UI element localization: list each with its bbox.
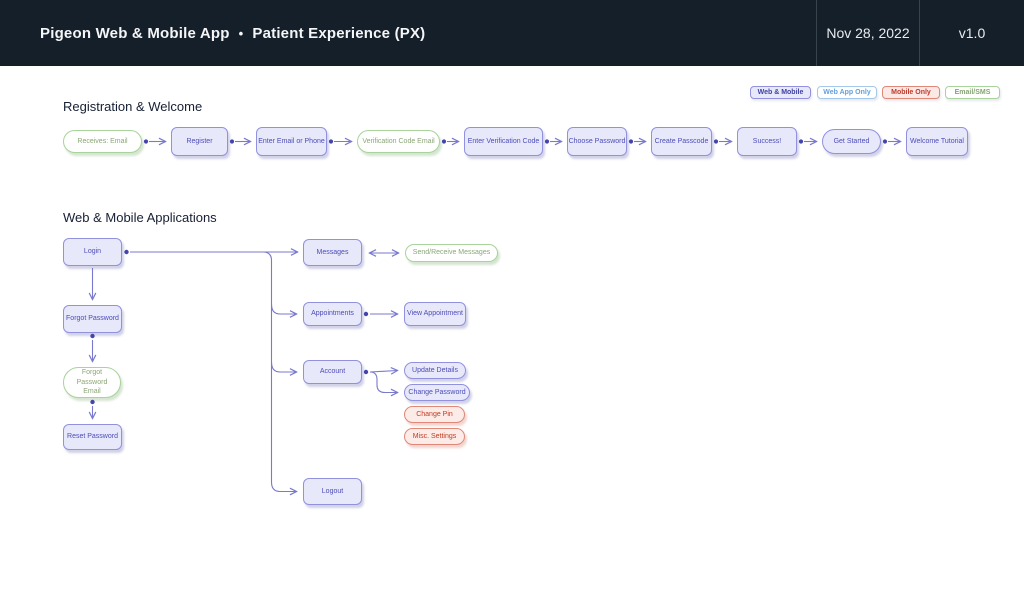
bullet-separator-icon: • xyxy=(238,25,244,41)
legend-mobile-only[interactable]: Mobile Only xyxy=(882,86,940,99)
header-date: Nov 28, 2022 xyxy=(816,0,919,66)
edge-source-dots xyxy=(90,139,888,405)
node-success[interactable]: Success! xyxy=(737,127,797,156)
edge-trunk-appointments xyxy=(270,303,297,314)
node-welcome-tutorial[interactable]: Welcome Tutorial xyxy=(906,127,968,156)
node-update-details[interactable]: Update Details xyxy=(404,362,466,379)
node-misc-settings[interactable]: Misc. Settings xyxy=(404,428,465,445)
node-receives-email[interactable]: Receives: Email xyxy=(63,130,142,153)
legend: Web & Mobile Web App Only Mobile Only Em… xyxy=(0,86,1008,100)
node-appointments[interactable]: Appointments xyxy=(303,302,362,326)
edge-account-updatedetails xyxy=(369,371,397,373)
legend-email-sms[interactable]: Email/SMS xyxy=(945,86,1000,99)
node-register[interactable]: Register xyxy=(171,127,228,156)
node-forgot-password-email[interactable]: Forgot Password Email xyxy=(63,367,121,398)
node-choose-password[interactable]: Choose Password xyxy=(567,127,627,156)
header-title: Pigeon Web & Mobile App • Patient Experi… xyxy=(40,0,425,66)
legend-web-and-mobile[interactable]: Web & Mobile xyxy=(750,86,811,99)
node-send-receive-messages[interactable]: Send/Receive Messages xyxy=(405,244,498,262)
app-title: Pigeon Web & Mobile App xyxy=(40,24,230,42)
node-create-passcode[interactable]: Create Passcode xyxy=(651,127,712,156)
section-title-registration: Registration & Welcome xyxy=(63,99,203,114)
node-reset-password[interactable]: Reset Password xyxy=(63,424,122,450)
edge-trunk-logout xyxy=(262,251,296,492)
node-enter-verification-code[interactable]: Enter Verification Code xyxy=(464,127,543,156)
header-bar: Pigeon Web & Mobile App • Patient Experi… xyxy=(0,0,1024,66)
edges xyxy=(93,142,901,492)
edge-account-changepassword xyxy=(369,371,397,393)
legend-web-app-only[interactable]: Web App Only xyxy=(817,86,877,99)
node-forgot-password[interactable]: Forgot Password xyxy=(63,305,122,333)
header-version-badge: v1.0 xyxy=(919,0,1024,66)
node-messages[interactable]: Messages xyxy=(303,239,362,266)
node-verification-code-email[interactable]: Verification Code Email xyxy=(357,130,440,153)
node-login[interactable]: Login xyxy=(63,238,122,266)
node-change-password[interactable]: Change Password xyxy=(404,384,470,401)
node-enter-email-or-phone[interactable]: Enter Email or Phone xyxy=(256,127,327,156)
node-get-started[interactable]: Get Started xyxy=(822,129,881,154)
edge-trunk-account xyxy=(270,361,297,372)
section-title-applications: Web & Mobile Applications xyxy=(63,210,217,225)
page-title: Patient Experience (PX) xyxy=(252,24,426,42)
node-view-appointment[interactable]: View Appointment xyxy=(404,302,466,326)
node-change-pin[interactable]: Change Pin xyxy=(404,406,465,423)
node-logout[interactable]: Logout xyxy=(303,478,362,505)
node-account[interactable]: Account xyxy=(303,360,362,384)
